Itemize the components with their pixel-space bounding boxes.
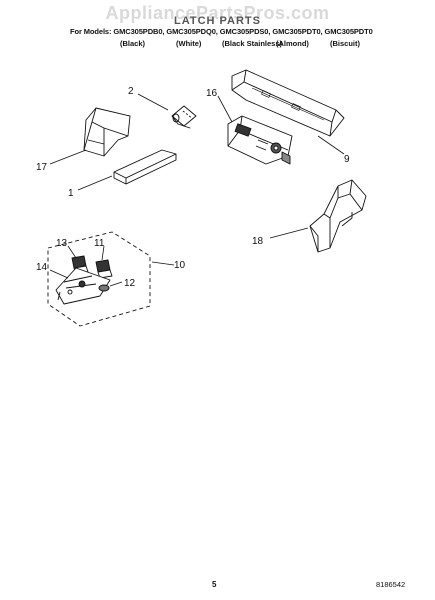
color-black: (Black) (120, 39, 146, 48)
color-biscuit: (Biscuit) (330, 39, 360, 48)
callout-2: 2 (128, 86, 134, 97)
callout-16: 16 (206, 88, 218, 99)
models-line: For Models: GMC305PDB0, GMC305PDQ0, GMC3… (70, 27, 373, 36)
color-black-stainless: (Black Stainless) (222, 39, 283, 48)
part-1-bar (113, 149, 177, 185)
color-almond: (Almond) (276, 39, 309, 48)
document-number: 8186542 (376, 580, 406, 589)
part-18-bracket (309, 179, 367, 253)
leader-lines (49, 93, 345, 287)
page-number: 5 (212, 580, 217, 589)
part-11-switch (95, 259, 113, 279)
part-12-clip (98, 284, 110, 292)
part-9-panel (231, 69, 345, 137)
callout-11: 11 (94, 238, 105, 249)
part-17-housing (83, 107, 131, 157)
page-title: LATCH PARTS (174, 15, 261, 27)
color-white: (White) (176, 39, 202, 48)
callout-17: 17 (36, 162, 48, 173)
part-10-switch-assembly-box (47, 231, 151, 327)
callout-9: 9 (344, 154, 350, 165)
callout-13: 13 (56, 238, 68, 249)
callout-18: 18 (252, 236, 264, 247)
part-2-spacer (171, 105, 197, 129)
callout-1: 1 (68, 188, 74, 199)
watermark: AppliancePartsPros.com (105, 3, 330, 23)
callout-10: 10 (174, 260, 186, 271)
callout-12: 12 (124, 278, 136, 289)
part-16-latch-assembly (227, 115, 293, 165)
callout-14: 14 (36, 262, 48, 273)
color-list: (Black) (White) (Black Stainless) (Almon… (0, 39, 435, 49)
